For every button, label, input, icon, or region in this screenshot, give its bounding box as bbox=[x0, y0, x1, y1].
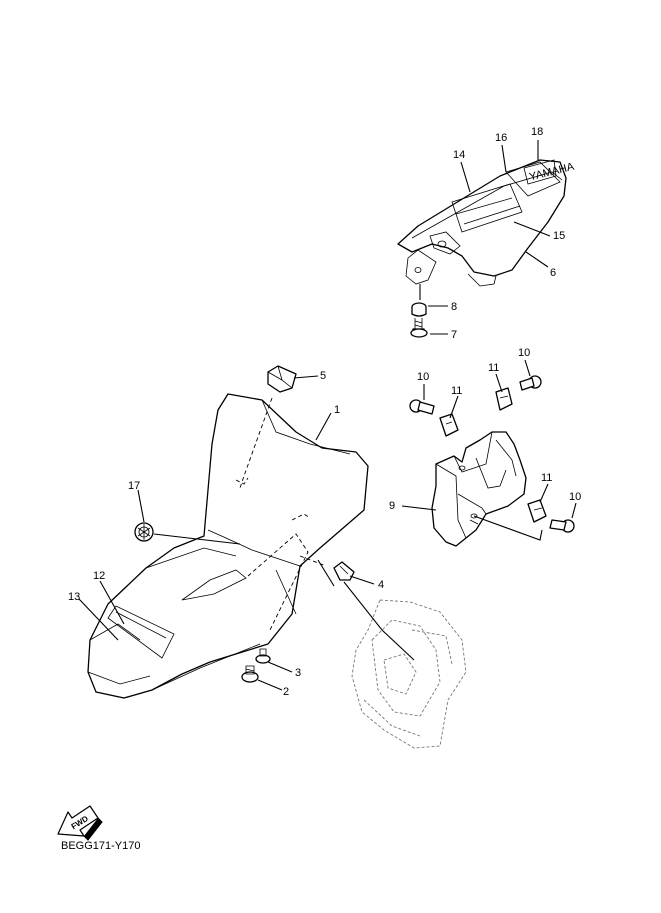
callout-4: 4 bbox=[378, 579, 384, 591]
frame-reference-outline bbox=[351, 599, 467, 749]
nut-part-11-a bbox=[439, 413, 459, 437]
callout-7: 7 bbox=[451, 329, 457, 341]
callout-8: 8 bbox=[451, 301, 457, 313]
fwd-arrow-icon: FWD bbox=[57, 805, 103, 841]
callout-13: 13 bbox=[68, 591, 80, 603]
leader-lines bbox=[78, 140, 577, 691]
bolt-part-7 bbox=[410, 318, 428, 338]
callout-11-a: 11 bbox=[451, 385, 462, 397]
mudguard-bracket-part-9 bbox=[431, 431, 527, 547]
diagram-code: BEGG171-Y170 bbox=[61, 840, 141, 852]
callout-12: 12 bbox=[93, 570, 105, 582]
grommet-part-5 bbox=[267, 365, 297, 393]
callout-numbers: 1 2 3 4 5 6 7 8 9 10 10 10 11 11 11 12 1… bbox=[68, 126, 581, 698]
nut-part-11-b bbox=[495, 387, 513, 411]
emblem-part-17 bbox=[134, 522, 154, 542]
callout-18: 18 bbox=[531, 126, 543, 138]
callout-10-a: 10 bbox=[417, 371, 429, 383]
front-fender-assembly bbox=[87, 393, 369, 699]
callout-11-b: 11 bbox=[488, 362, 499, 374]
callout-3: 3 bbox=[295, 667, 301, 679]
collar-part-8 bbox=[411, 302, 427, 317]
callout-15: 15 bbox=[553, 230, 565, 242]
callout-10-b: 10 bbox=[518, 347, 530, 359]
nut-part-11-c bbox=[527, 499, 547, 523]
callout-1: 1 bbox=[334, 404, 340, 416]
callout-2: 2 bbox=[283, 686, 289, 698]
callout-17: 17 bbox=[128, 480, 140, 492]
bolt-part-10-b bbox=[519, 375, 542, 391]
screw-part-3 bbox=[255, 648, 271, 664]
callout-9: 9 bbox=[389, 500, 395, 512]
clip-part-4 bbox=[333, 561, 355, 581]
callout-5: 5 bbox=[320, 370, 326, 382]
callout-6: 6 bbox=[550, 267, 556, 279]
callout-16: 16 bbox=[495, 132, 507, 144]
tail-cover-assembly: YAMAHA bbox=[397, 159, 576, 287]
bolt-part-2 bbox=[241, 665, 259, 683]
callout-11-c: 11 bbox=[541, 472, 552, 484]
bolt-part-10-c bbox=[549, 519, 575, 533]
bolt-part-10-a bbox=[409, 399, 435, 415]
callout-10-c: 10 bbox=[569, 491, 581, 503]
callout-14: 14 bbox=[453, 149, 465, 161]
